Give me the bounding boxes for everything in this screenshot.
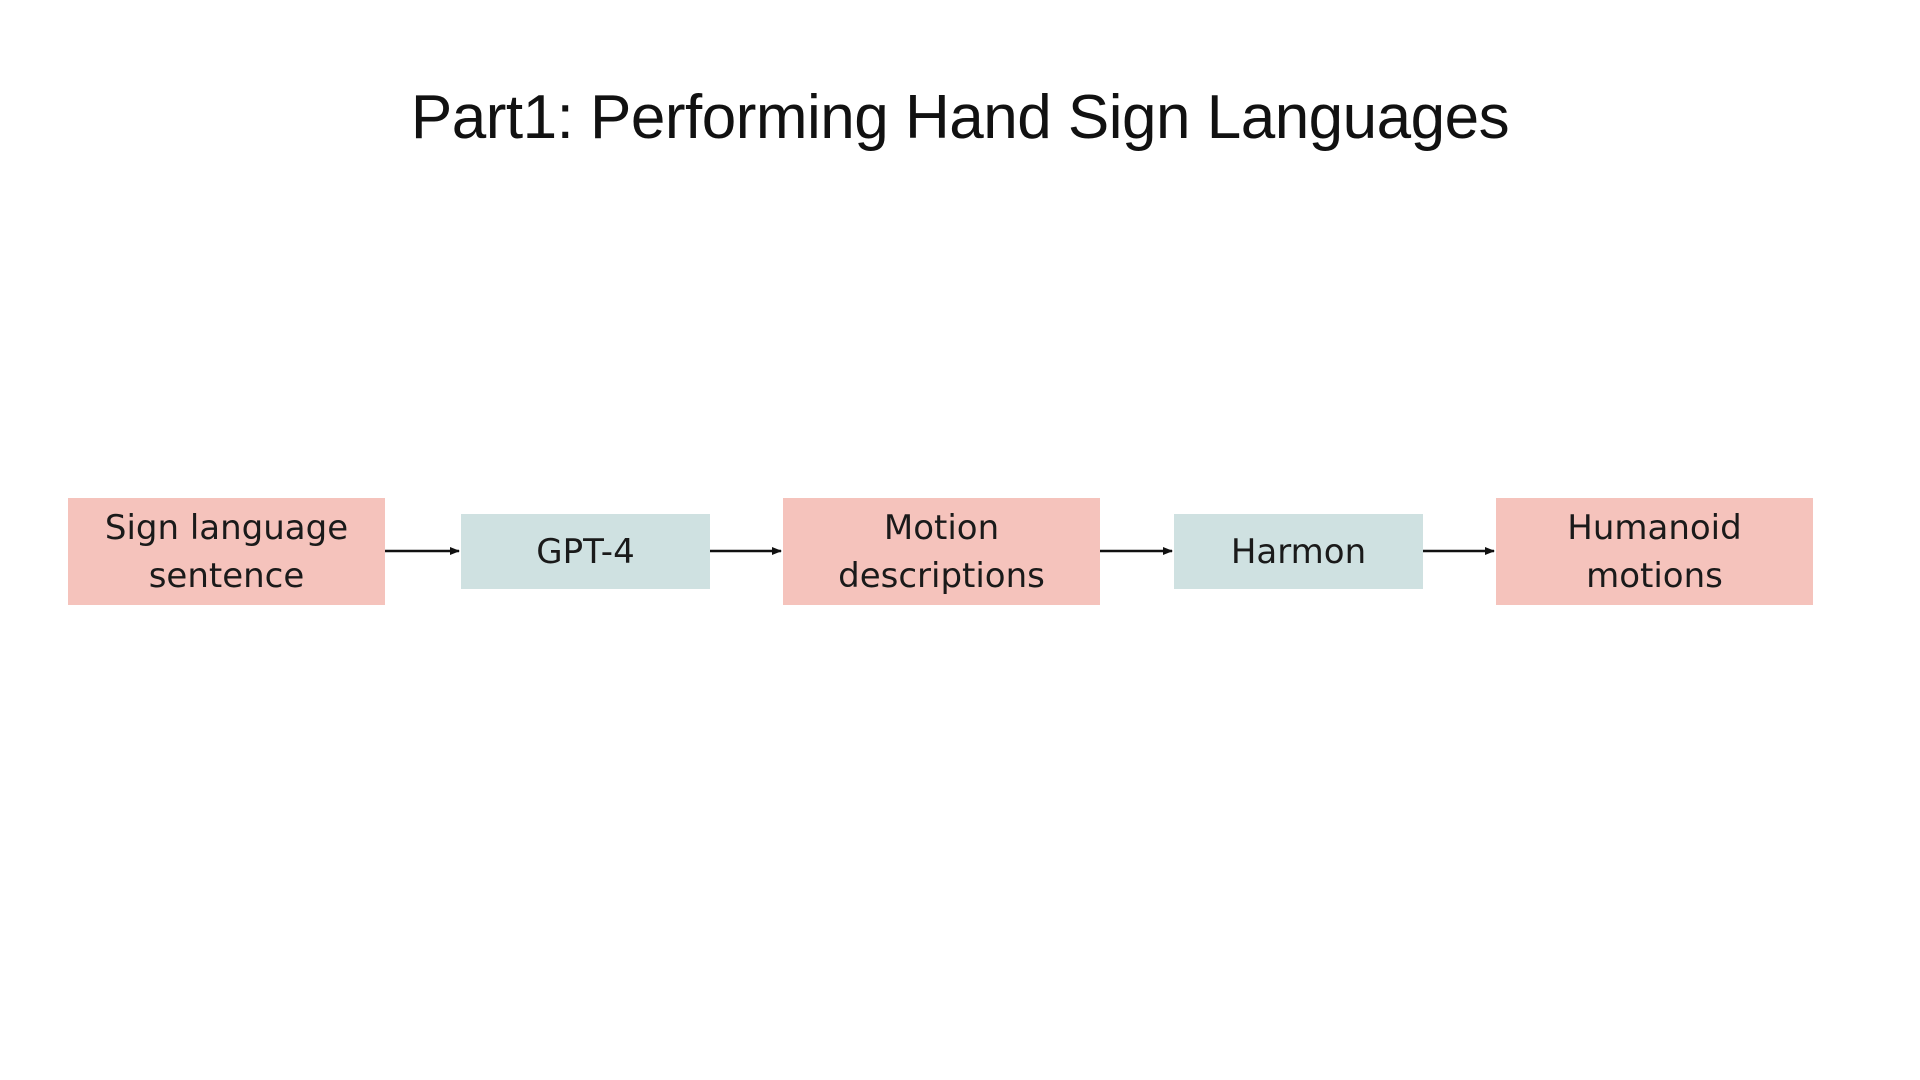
node-harmon: Harmon	[1174, 514, 1423, 589]
node-label-line1: Harmon	[1230, 531, 1367, 572]
node-label-line2: descriptions	[838, 555, 1045, 596]
node-humanoid-motions: Humanoid motions	[1496, 498, 1813, 605]
node-label-line1: Sign language	[104, 507, 349, 548]
node-label-line2: motions	[1586, 555, 1723, 596]
node-label-line2: sentence	[148, 555, 305, 596]
slide-title: Part1: Performing Hand Sign Languages	[410, 83, 1510, 152]
node-gpt-4: GPT-4	[461, 514, 710, 589]
node-label-line1: Humanoid	[1567, 507, 1742, 548]
node-label-line1: Motion	[883, 507, 1000, 548]
node-label-line1: GPT-4	[536, 531, 635, 572]
node-motion-descriptions: Motion descriptions	[783, 498, 1100, 605]
node-sign-language-sentence: Sign language sentence	[68, 498, 385, 605]
